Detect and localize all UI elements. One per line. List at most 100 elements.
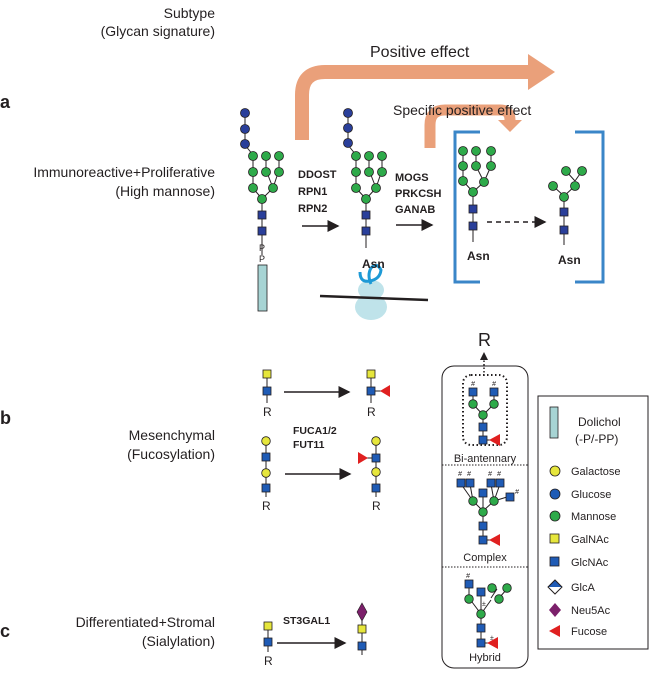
man5-glycan (548, 166, 587, 245)
glcnac-icon (465, 478, 475, 488)
mannose-icon (471, 161, 481, 171)
arrow-up-icon (480, 352, 488, 360)
enzyme-prkcsh: PRKCSH (395, 188, 442, 200)
mannose-icon (458, 146, 468, 156)
glcnac-icon (478, 535, 488, 545)
mannose-icon (464, 594, 474, 604)
panel-b-letter: b (0, 408, 11, 428)
mannose-icon (261, 151, 271, 161)
panel-a-letter: a (0, 92, 11, 112)
fucose-icon (487, 637, 498, 649)
glcnac-icon (468, 204, 478, 214)
mannose-icon (248, 183, 258, 193)
mannose-icon (468, 399, 478, 409)
panel-b-subtype: Mesenchymal (129, 427, 215, 443)
mannose-icon (377, 151, 387, 161)
legend-glca: GlcA (571, 582, 596, 594)
glucose-icon (343, 138, 353, 148)
galnac-icon (262, 369, 272, 379)
mannose-icon (458, 161, 468, 171)
mannose-icon (274, 167, 284, 177)
glcnac-icon (476, 623, 486, 633)
mannose-icon (577, 166, 587, 176)
mannose-icon (487, 583, 497, 593)
mannose-icon (476, 609, 486, 619)
mannose-icon (364, 167, 374, 177)
mannose-icon (559, 192, 569, 202)
galactose-icon (261, 436, 271, 446)
mannose-icon (489, 399, 499, 409)
glcnac-icon (468, 221, 478, 231)
glycan-types-box: R # # Bi-antennary # # # # # (441, 330, 529, 669)
legend-glcnac: GlcNAc (571, 557, 609, 569)
galactose-icon (371, 467, 381, 477)
glcnac-icon (478, 521, 488, 531)
fucose-icon (380, 385, 390, 397)
mannose-icon (351, 183, 361, 193)
mannose-icon (471, 146, 481, 156)
glcnac-icon (371, 453, 381, 463)
panel-a-signature: (High mannose) (115, 183, 215, 199)
svg-text:#: # (467, 471, 471, 478)
mannose-icon (248, 151, 258, 161)
r-label: R (478, 330, 491, 350)
glcnac-icon (495, 478, 505, 488)
galnac-icon (549, 533, 560, 544)
mannose-icon (478, 507, 488, 517)
phosphate-label: P (259, 254, 265, 264)
enzyme-fuca: FUCA1/2 (293, 425, 337, 437)
glcnac-icon (559, 225, 569, 235)
mannose-icon (361, 194, 371, 204)
glcnac-icon (478, 435, 488, 445)
mannose-icon (489, 496, 499, 506)
enzyme-st3gal1: ST3GAL1 (283, 615, 330, 627)
neu5ac-icon (549, 603, 561, 617)
fucose-icon (489, 434, 500, 446)
legend-galnac: GalNAc (571, 534, 609, 546)
mannose-icon (478, 410, 488, 420)
r-label: R (263, 405, 272, 419)
galactose-icon (261, 468, 271, 478)
legend-galactose: Galactose (571, 466, 621, 478)
glcnac-icon (257, 226, 267, 236)
glucose-icon (549, 488, 561, 500)
glcnac-icon (371, 483, 381, 493)
fucose-icon (489, 534, 500, 546)
mannose-icon (371, 183, 381, 193)
enzyme-ddost: DDOST (298, 169, 337, 181)
mannose-icon (274, 151, 284, 161)
glucose-icon (240, 108, 250, 118)
neu5ac-icon (356, 602, 368, 622)
glucose-icon (240, 139, 250, 149)
glucose-icon (343, 108, 353, 118)
galnac-icon (357, 624, 367, 634)
asn-label-3: Asn (558, 253, 581, 267)
svg-text:±: ± (490, 635, 494, 642)
positive-effect-arrow (295, 54, 555, 140)
r-label: R (262, 499, 271, 513)
mannose-icon (468, 187, 478, 197)
svg-text:#: # (492, 381, 496, 388)
glcnac-icon (486, 478, 496, 488)
glucose-icon (343, 123, 353, 133)
fucosylation-row-2: R R (261, 436, 381, 513)
mannose-icon (458, 176, 468, 186)
mannose-icon (549, 510, 561, 522)
fucosylation-row-1: R R (262, 369, 390, 419)
legend-dolichol-sub: (-P/-PP) (575, 432, 618, 446)
svg-text:±: ± (482, 601, 486, 608)
panel-c-letter: c (0, 621, 10, 641)
asn-label-2: Asn (467, 249, 490, 263)
header-subtype: Subtype (164, 5, 216, 21)
glcnac-icon (456, 478, 466, 488)
legend-neu5ac: Neu5Ac (571, 605, 611, 617)
sialylation-row: R (263, 602, 368, 668)
specific-positive-effect-label: Specific positive effect (393, 102, 531, 118)
mannose-icon (548, 181, 558, 191)
glcnac-icon (263, 637, 273, 647)
glcnac-icon (262, 386, 272, 396)
r-label: R (367, 405, 376, 419)
svg-text:#: # (497, 471, 501, 478)
svg-text:#: # (471, 381, 475, 388)
